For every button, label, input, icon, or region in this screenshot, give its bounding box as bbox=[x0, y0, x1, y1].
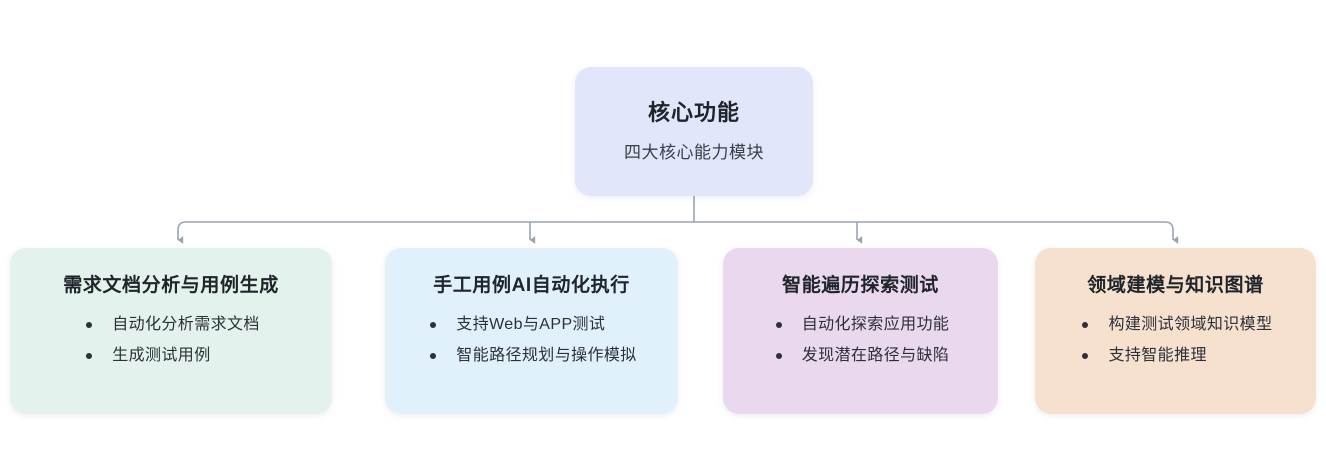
connector-bus bbox=[177, 221, 1174, 231]
bullet-item: 发现潜在路径与缺陷 bbox=[772, 345, 950, 367]
root-node[interactable]: 核心功能 四大核心能力模块 bbox=[575, 67, 813, 196]
child-node-bullet-list: 自动化分析需求文档 生成测试用例 bbox=[82, 314, 260, 377]
child-node-requirements[interactable]: 需求文档分析与用例生成 自动化分析需求文档 生成测试用例 bbox=[10, 248, 332, 414]
root-node-subtitle: 四大核心能力模块 bbox=[624, 142, 764, 162]
child-node-title: 智能遍历探索测试 bbox=[782, 275, 939, 296]
child-node-domain-modeling[interactable]: 领域建模与知识图谱 构建测试领域知识模型 支持智能推理 bbox=[1035, 248, 1316, 414]
child-node-title: 手工用例AI自动化执行 bbox=[433, 275, 630, 296]
child-node-title: 领域建模与知识图谱 bbox=[1087, 275, 1264, 296]
bullet-item: 生成测试用例 bbox=[82, 345, 260, 367]
bullet-item: 构建测试领域知识模型 bbox=[1078, 314, 1272, 336]
bullet-item: 自动化分析需求文档 bbox=[82, 314, 260, 336]
bullet-item: 自动化探索应用功能 bbox=[772, 314, 950, 336]
root-node-title: 核心功能 bbox=[647, 100, 740, 126]
child-node-bullet-list: 构建测试领域知识模型 支持智能推理 bbox=[1078, 314, 1272, 377]
child-node-title: 需求文档分析与用例生成 bbox=[63, 275, 279, 296]
child-node-manual-case-automation[interactable]: 手工用例AI自动化执行 支持Web与APP测试 智能路径规划与操作模拟 bbox=[385, 248, 678, 414]
child-node-bullet-list: 自动化探索应用功能 发现潜在路径与缺陷 bbox=[772, 314, 950, 377]
bullet-item: 智能路径规划与操作模拟 bbox=[426, 345, 636, 367]
bullet-item: 支持Web与APP测试 bbox=[426, 314, 636, 336]
bullet-item: 支持智能推理 bbox=[1078, 345, 1272, 367]
child-node-exploratory-testing[interactable]: 智能遍历探索测试 自动化探索应用功能 发现潜在路径与缺陷 bbox=[723, 248, 998, 414]
child-node-bullet-list: 支持Web与APP测试 智能路径规划与操作模拟 bbox=[426, 314, 636, 377]
